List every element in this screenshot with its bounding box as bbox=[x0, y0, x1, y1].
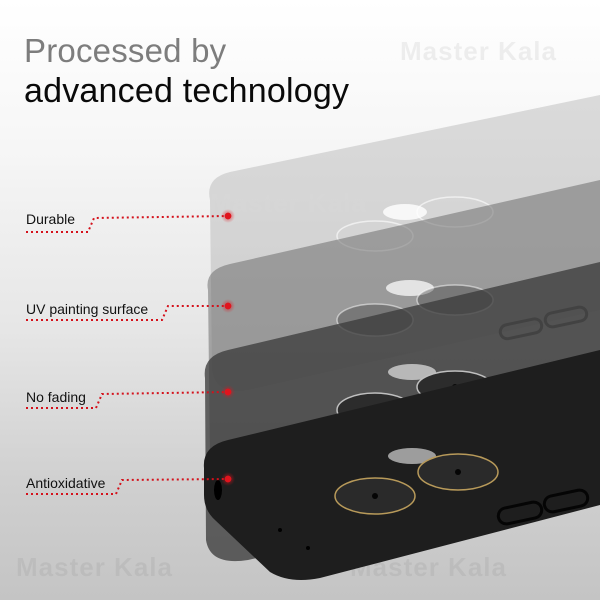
headline: Processed by advanced technology bbox=[24, 34, 349, 108]
watermark-mid: Master Kala bbox=[210, 188, 367, 219]
case-layer-4 bbox=[203, 350, 600, 580]
headline-line-1: Processed by bbox=[24, 32, 227, 69]
callout-dots bbox=[221, 209, 235, 486]
callout-label-no-fading: No fading bbox=[26, 389, 86, 405]
callout-label-uv-painting-surface: UV painting surface bbox=[26, 301, 149, 317]
callout-label-antioxidative: Antioxidative bbox=[26, 475, 106, 491]
watermark-top: Master Kala bbox=[400, 36, 557, 66]
watermark-bottom-left: Master Kala bbox=[16, 552, 173, 582]
callout-label-durable: Durable bbox=[26, 211, 76, 227]
headline-line-2: advanced technology bbox=[24, 72, 350, 110]
callout-lines bbox=[26, 215, 229, 495]
